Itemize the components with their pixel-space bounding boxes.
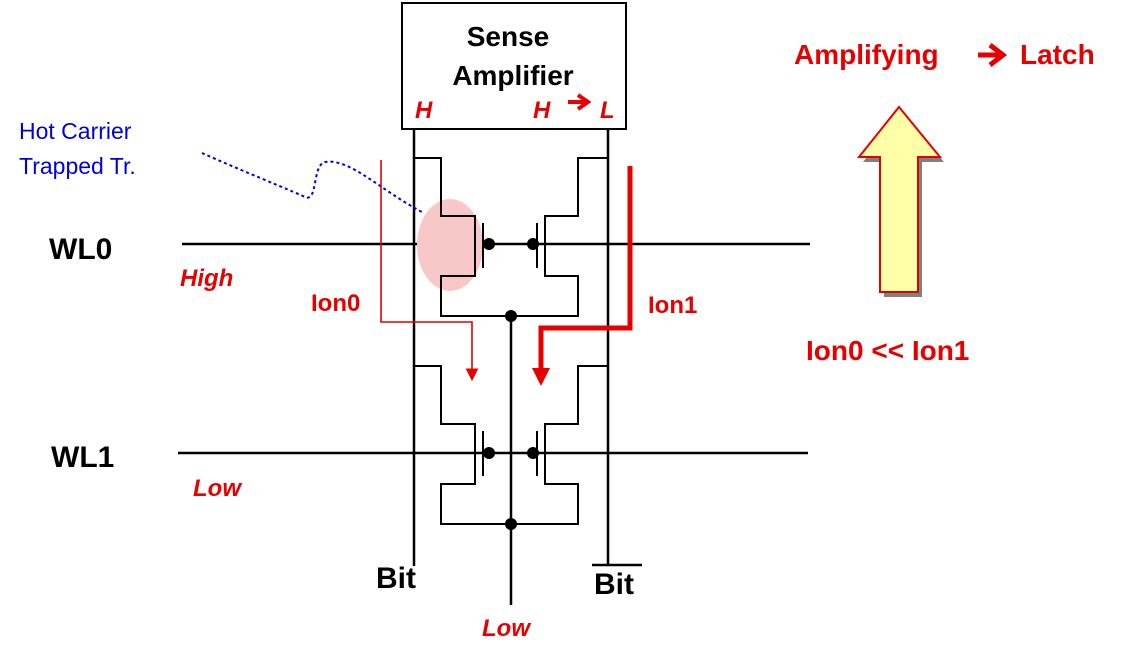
annotation-line2: Trapped Tr. xyxy=(19,153,136,179)
sense-amp-right-to: L xyxy=(600,97,615,124)
right-arrow-icon xyxy=(978,43,1008,67)
ion1-label: Ion1 xyxy=(648,292,697,319)
source-node xyxy=(505,518,517,530)
sense-amplifier-box xyxy=(401,2,627,130)
gate-node xyxy=(483,447,495,459)
source-node xyxy=(505,310,517,322)
right-arrow-icon xyxy=(568,93,592,111)
side-title-left: Amplifying xyxy=(794,39,939,70)
current-relation: Ion0 << Ion1 xyxy=(806,335,969,366)
up-arrow-icon xyxy=(856,105,943,293)
ion1-arrowhead xyxy=(532,368,550,386)
annotation-line1: Hot Carrier xyxy=(19,118,132,144)
gate-node xyxy=(483,238,495,250)
wordline-1-label: WL1 xyxy=(51,441,114,474)
trapped-transistor-highlight xyxy=(417,199,483,291)
side-title-right: Latch xyxy=(1020,39,1095,70)
sense-amp-line2: Amplifier xyxy=(452,60,573,91)
wordline-0-state: High xyxy=(180,265,233,292)
source-state: Low xyxy=(482,615,531,642)
gate-node xyxy=(527,238,539,250)
ion0-label: Ion0 xyxy=(311,290,360,317)
bit-label: Bit xyxy=(376,562,416,595)
gate-node xyxy=(527,447,539,459)
ion0-current-arrow xyxy=(380,160,479,382)
sense-amp-right-from: H xyxy=(533,97,551,124)
annotation-pointer xyxy=(201,152,423,213)
wordline-0-label: WL0 xyxy=(49,233,112,266)
bit-bar-label: Bit xyxy=(594,568,634,601)
wordline-1-state: Low xyxy=(193,475,242,502)
ion1-current-arrow xyxy=(538,166,633,372)
sense-amp-left-state: H xyxy=(415,97,433,124)
sense-amp-line1: Sense xyxy=(467,21,550,52)
